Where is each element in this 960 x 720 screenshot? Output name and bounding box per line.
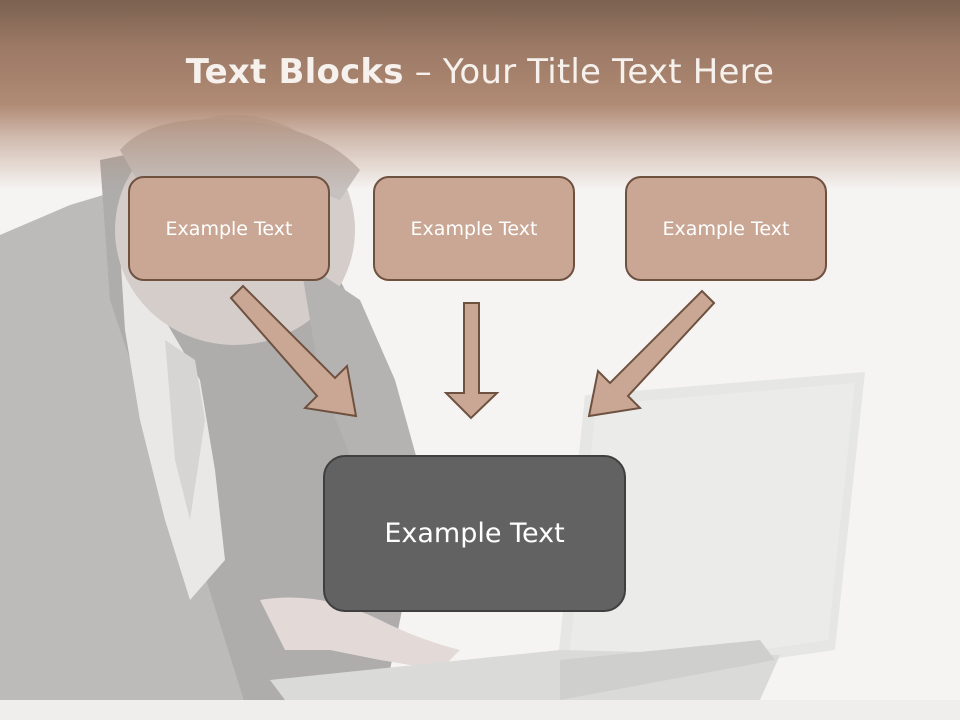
text-block-3[interactable]: Example Text: [625, 176, 827, 281]
title-bold: Text Blocks: [185, 52, 404, 92]
text-block-2[interactable]: Example Text: [373, 176, 575, 281]
center-text-block-label: Example Text: [384, 518, 565, 549]
text-block-3-label: Example Text: [662, 217, 790, 240]
arrow-left-diagonal: [229, 284, 358, 418]
arrow-down: [443, 302, 500, 420]
text-block-1-label: Example Text: [165, 217, 293, 240]
title-rest: Your Title Text Here: [442, 52, 775, 92]
header-band: [0, 0, 960, 190]
arrow-right-diagonal: [587, 289, 716, 418]
text-block-2-label: Example Text: [410, 217, 538, 240]
slide-title: Text Blocks – Your Title Text Here: [0, 52, 960, 92]
title-dash: –: [403, 52, 443, 92]
center-text-block[interactable]: Example Text: [323, 455, 626, 612]
text-block-1[interactable]: Example Text: [128, 176, 330, 281]
